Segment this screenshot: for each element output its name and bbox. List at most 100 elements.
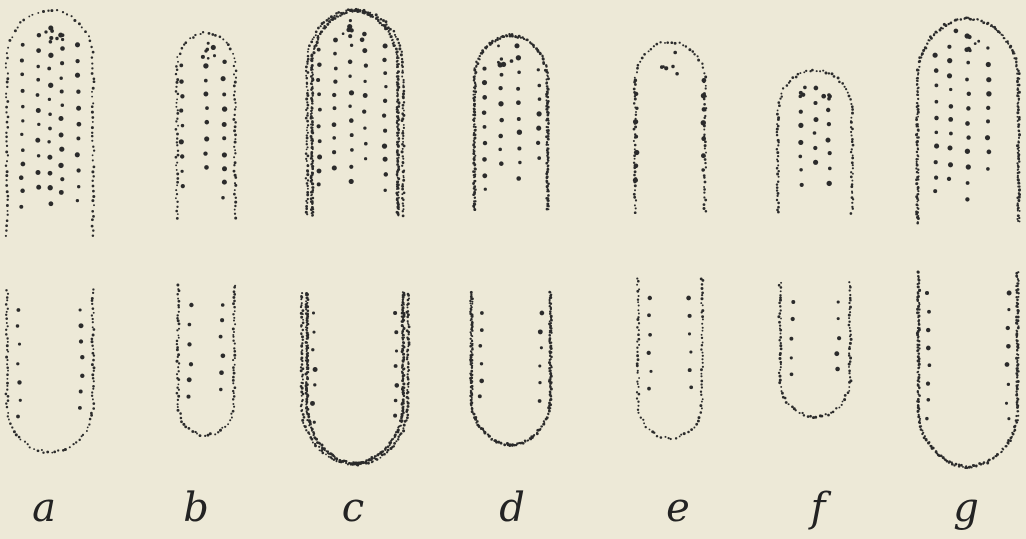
panel-a-arch-row-dot (35, 138, 40, 143)
panel-b-arch-dot (232, 118, 235, 121)
panel-e-u-row-dot (686, 296, 691, 301)
panel-b-arch-dot (175, 156, 178, 159)
panel-b-arch-dot (176, 162, 178, 164)
panel-c-u-dot (371, 457, 373, 459)
panel-d-u-dot (549, 399, 551, 401)
panel-c-arch-dot (307, 179, 309, 181)
panel-g-arch-dot (916, 171, 918, 173)
panel-c-u-row-dot (393, 414, 397, 418)
panel-b-arch-dot (233, 193, 236, 196)
panel-g-arch-row-dot (933, 53, 938, 58)
panel-f-u-dot (848, 281, 850, 283)
panel-f-u-dot (780, 348, 783, 351)
panel-b-arch-dot (189, 37, 191, 39)
panel-c-arch-dot (396, 55, 398, 57)
panel-c-arch-row-dot (317, 155, 322, 160)
panel-c-arch-dot (383, 24, 386, 27)
panel-d-apex-dot (498, 62, 503, 67)
panel-g-arch-dot (915, 116, 917, 118)
panel-a-arch-dot (5, 150, 8, 153)
panel-b-u-dot (176, 373, 178, 375)
panel-c-arch-dot (402, 92, 405, 95)
panel-g-u-dot (917, 292, 920, 295)
panel-f-u-dot (807, 415, 810, 418)
panel-f-arch-dot (831, 72, 834, 75)
panel-e-u-dot (636, 284, 638, 286)
panel-e-u-dot (693, 427, 695, 429)
panel-b-arch-dot (175, 73, 177, 75)
panel-b-arch-dot (177, 61, 179, 63)
panel-c-u-dot (390, 441, 393, 444)
panel-a-arch-dot (92, 51, 95, 54)
panel-g-arch-dot (987, 22, 990, 25)
panel-d-arch-dot (511, 35, 514, 38)
panel-f-arch-dot (816, 70, 818, 72)
panel-a-arch-row-dot (37, 33, 41, 37)
panel-f-u-dot (848, 363, 851, 366)
panel-c-u-dot (305, 294, 307, 296)
panel-b-arch-dot (234, 121, 237, 124)
panel-c-u-dot (402, 307, 405, 310)
panel-g-u-dot (972, 464, 975, 467)
panel-b-arch-dot (183, 43, 185, 45)
panel-c-arch-dot (397, 207, 399, 209)
panel-d-u-dot (549, 335, 551, 337)
panel-a-arch-dot (28, 15, 30, 17)
panel-g-arch-dot (976, 18, 978, 20)
panel-b-arch-dot (234, 108, 236, 110)
panel-e-arch-dot (634, 170, 637, 173)
panel-c-u-dot (408, 333, 410, 335)
panel-a-arch-dot (92, 229, 94, 231)
panel-b-u-dot (180, 417, 183, 420)
panel-f-arch-dot (779, 97, 781, 99)
panel-f-arch-dot (795, 76, 798, 79)
panel-f-arch-dot (777, 144, 779, 146)
panel-c-arch-dot (401, 58, 403, 60)
panel-d-u-dot (550, 294, 552, 296)
panel-c-arch-dot (312, 189, 314, 191)
panel-c-u-dot (406, 376, 409, 379)
panel-c-u-dot (387, 445, 390, 448)
panel-a-u-dot (92, 407, 95, 410)
panel-b-apex-dot (207, 57, 210, 60)
panel-g-u-dot (1016, 323, 1018, 325)
panel-c-u-dot (379, 457, 381, 459)
panel-e-arch-dot (635, 111, 637, 113)
panel-d-arch-dot (546, 87, 549, 90)
panel-a-arch-dot (91, 135, 94, 138)
panel-f-arch-dot (822, 70, 824, 72)
panel-g-u-dot (1016, 330, 1018, 332)
panel-b-u-dot (177, 353, 180, 356)
panel-c-arch-dot (394, 45, 396, 47)
panel-a-arch-dot (42, 10, 45, 13)
panel-c-arch-dot (306, 92, 309, 95)
panel-f-arch-dot (852, 155, 854, 157)
panel-a-arch-dot (91, 105, 94, 108)
panel-g-arch-row-dot (935, 84, 939, 88)
panel-g-arch-dot (1018, 118, 1021, 121)
panel-g-u-row-dot (1006, 344, 1011, 349)
panel-d-arch-dot (547, 138, 550, 141)
panel-d-arch-dot (545, 65, 547, 67)
panel-a-arch-dot (14, 29, 17, 32)
panel-a-u-dot (91, 345, 93, 347)
panel-e-u-dot (638, 295, 640, 297)
panel-b-u-row-dot (219, 388, 222, 391)
panel-g-arch-dot (1017, 101, 1019, 103)
panel-f-arch-dot (776, 158, 778, 160)
panel-f-u-dot (848, 386, 850, 388)
panel-c-arch-row-dot (333, 106, 337, 110)
panel-f-u-dot (780, 286, 783, 289)
panel-b-arch-dot (176, 144, 178, 146)
panel-e-u-dot (695, 423, 698, 426)
panel-g-arch-dot (917, 105, 920, 108)
panel-d-u-dot (527, 439, 529, 441)
panel-b-u-row-dot (221, 303, 225, 307)
panel-e-arch-row-dot (701, 153, 706, 158)
panel-g-arch-dot (916, 84, 918, 86)
panel-b-arch-dot (227, 43, 230, 46)
panel-c-u-row-dot (310, 401, 315, 406)
panel-a-arch-dot (7, 154, 9, 156)
panel-f-u-dot (781, 392, 784, 395)
